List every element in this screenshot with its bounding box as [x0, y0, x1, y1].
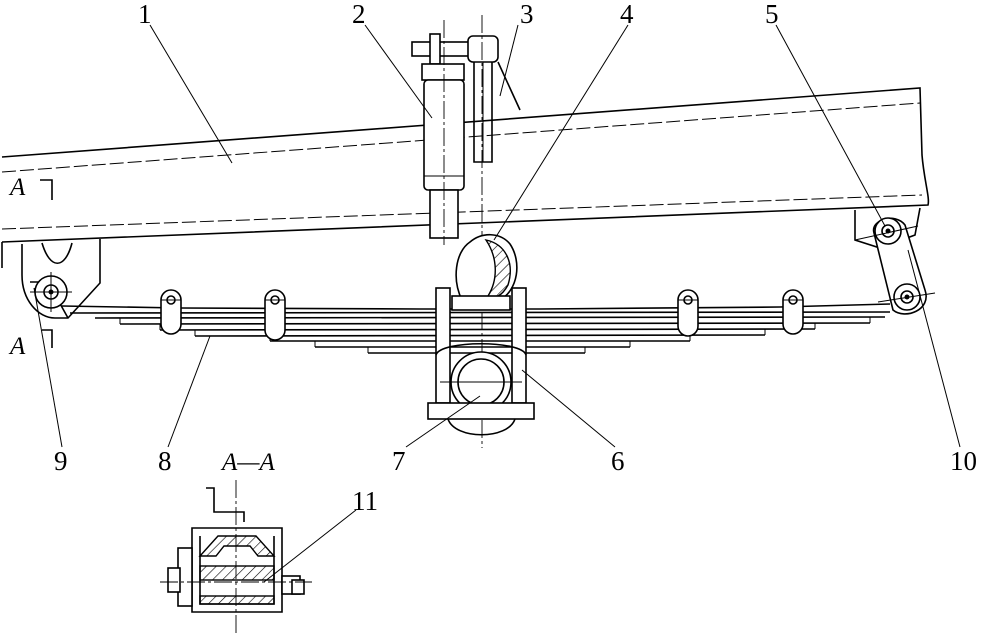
rear-shackle — [854, 217, 936, 315]
section-title: A—A — [220, 449, 276, 476]
front-spring-eye — [30, 272, 72, 312]
callout-6: 6 — [611, 446, 625, 476]
callout-labels: 1 2 3 4 5 9 8 A—A 7 6 10 11 — [54, 0, 977, 516]
u-bolt-plate — [427, 402, 535, 436]
section-marker-bottom: A — [8, 329, 53, 360]
frame-rail — [1, 87, 930, 268]
callout-8: 8 — [158, 446, 172, 476]
shock-absorber — [411, 20, 483, 245]
bump-stop — [455, 233, 518, 301]
callout-7: 7 — [392, 446, 406, 476]
callout-5: 5 — [765, 0, 779, 29]
callout-2: 2 — [352, 0, 366, 29]
rebound-clip-1 — [160, 289, 182, 335]
leaf-spring-pack — [61, 303, 891, 354]
callout-11: 11 — [352, 486, 378, 516]
rebound-clip-3 — [677, 289, 699, 337]
callout-3: 3 — [520, 0, 534, 29]
section-a-a-detail — [160, 480, 312, 634]
leader-lines — [33, 24, 961, 583]
callout-10: 10 — [950, 446, 977, 476]
section-marker-top-label: A — [8, 174, 26, 201]
shock-upper-bracket — [467, 35, 521, 163]
section-marker-bottom-label: A — [8, 333, 26, 360]
section-marker-top: A — [8, 174, 53, 201]
callout-4: 4 — [620, 0, 634, 29]
callout-1: 1 — [138, 0, 152, 29]
rebound-clip-4 — [782, 289, 804, 335]
callout-9: 9 — [54, 446, 68, 476]
rebound-clip-2 — [264, 289, 286, 341]
